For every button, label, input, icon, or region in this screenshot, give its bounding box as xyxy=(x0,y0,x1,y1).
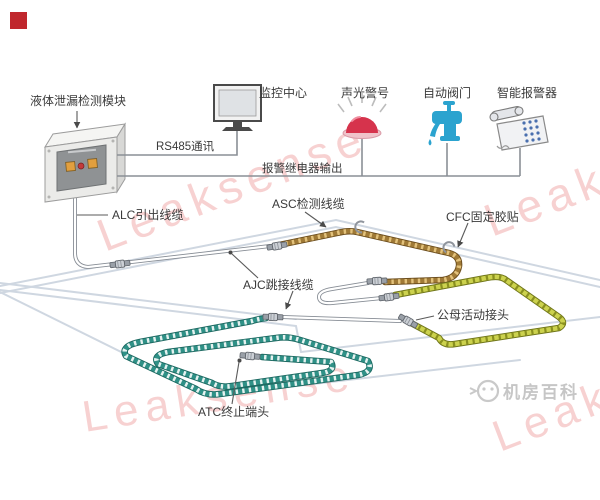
module-button-left xyxy=(65,161,76,172)
alarm-beacon-icon xyxy=(337,93,387,139)
faucet-icon xyxy=(428,101,462,146)
ajc-jumper-cable xyxy=(316,281,384,306)
beacon-label: 声光警号 xyxy=(341,85,389,100)
screw xyxy=(111,139,115,143)
alc-lead-cable xyxy=(73,195,272,270)
brand-logo-icon xyxy=(469,387,479,395)
watermark-text: Leaksense xyxy=(90,110,375,261)
brand-logo-text: 机房百科 xyxy=(503,382,579,402)
phone-label: 智能报警器 xyxy=(497,85,557,100)
corner-red-mark xyxy=(10,12,27,29)
alc-cable-label: ALC引出线缆 xyxy=(112,208,183,222)
valve-label: 自动阀门 xyxy=(423,85,471,100)
cable-connector xyxy=(266,240,288,252)
keypad-dots xyxy=(522,119,541,143)
relay-bus-label: 报警继电器输出 xyxy=(262,161,343,175)
ajc-cable-label: AJC跳接线缆 xyxy=(243,277,314,292)
module-panel-text-line xyxy=(67,148,97,154)
jumper-cable-2 xyxy=(280,315,402,323)
monitor-icon xyxy=(213,84,262,131)
atc-head-label: ATC终止端头 xyxy=(198,404,269,419)
monitor-label: 监控中心 xyxy=(259,85,307,100)
screw xyxy=(47,149,51,153)
bus-wiring xyxy=(117,131,521,177)
module-label: 液体泄漏检测模块 xyxy=(30,93,126,108)
asc-detect-cable-brown xyxy=(275,227,463,286)
coupler-label: 公母活动接头 xyxy=(437,307,509,322)
brand-logo-icon xyxy=(476,379,500,403)
screw xyxy=(111,186,115,190)
leak-detection-module xyxy=(44,122,126,203)
cfc-clip-label: CFC固定胶贴 xyxy=(446,209,519,224)
atc-coil-cable xyxy=(121,314,373,398)
asc-cable-label: ASC检测线缆 xyxy=(272,196,345,211)
screw xyxy=(47,195,51,199)
footer-brand: 机房百科 xyxy=(469,379,579,403)
leader-lines xyxy=(73,111,469,405)
cable-connector xyxy=(378,291,400,303)
atc-termination-head xyxy=(239,351,261,361)
telephone-icon xyxy=(489,106,549,151)
module-button-right xyxy=(87,158,98,169)
rs485-bus-label: RS485通讯 xyxy=(156,140,215,153)
module-indicator-led xyxy=(77,162,85,170)
floor-outline xyxy=(0,218,600,397)
asc-detect-cable-yellow xyxy=(391,273,567,348)
